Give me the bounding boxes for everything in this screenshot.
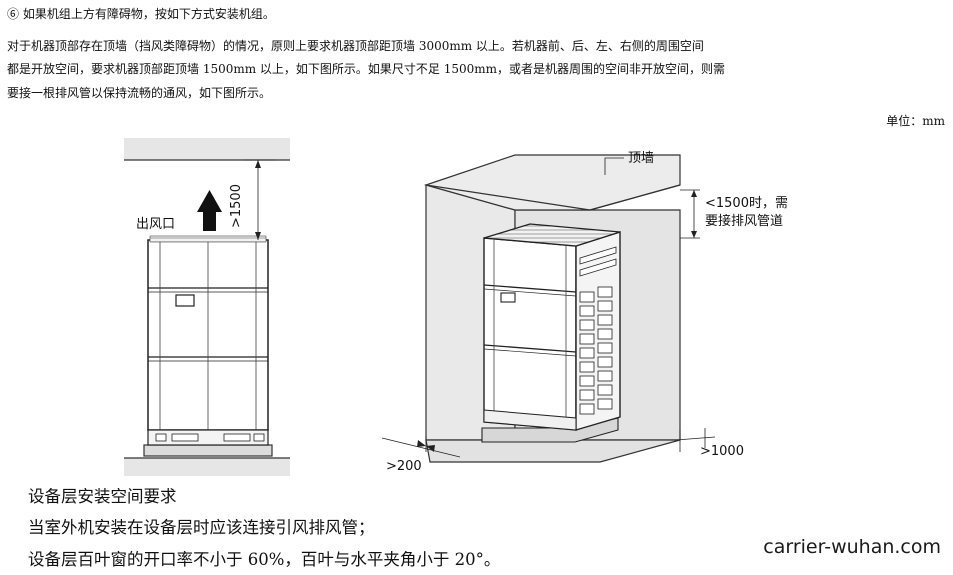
bottom-line-3: 设备层百叶窗的开口率不小于 60%，百叶与水平夹角小于 20°。	[28, 550, 501, 569]
unit-label: 单位：mm	[886, 114, 945, 128]
watermark: carrier-wuhan.com	[763, 536, 941, 558]
bottom-line-1: 设备层安装空间要求	[28, 487, 177, 506]
left-diagram: >1500 出风口	[124, 138, 290, 476]
floor	[425, 439, 681, 463]
floor-slab	[124, 458, 290, 476]
right-diagram: 顶墙 <1500时，需 要接排风管道 >200 >1000	[381, 151, 788, 474]
side-clearance-label: >200	[386, 459, 422, 474]
clearance-note-line-1: <1500时，需	[705, 196, 788, 211]
ceiling-slab	[124, 138, 290, 160]
bottom-line-2: 当室外机安装在设备层时应该连接引风排风管；	[28, 518, 375, 537]
clearance-note-line-2: 要接排风管道	[705, 213, 783, 229]
airflow-up-arrow-icon	[197, 190, 222, 231]
rear-clearance-label: >1000	[700, 444, 744, 459]
height-dim-label: >1500	[229, 184, 244, 228]
outdoor-unit-front	[147, 235, 269, 446]
paragraph-line-2: 都是开放空间，要求机器顶部距顶墙 1500mm 以上，如下图所示。如果尺寸不足 …	[7, 62, 726, 76]
paragraph-line-3: 要接一根排风管以保持流畅的通风，如下图所示。	[7, 86, 272, 100]
section-heading: ⑥ 如果机组上方有障碍物，按如下方式安装机组。	[7, 7, 275, 21]
top-wall-label: 顶墙	[628, 151, 654, 166]
base-pad	[143, 444, 273, 457]
outdoor-unit-3d	[483, 223, 621, 431]
outlet-label: 出风口	[136, 217, 175, 232]
paragraph-line-1: 对于机器顶部存在顶墙（挡风类障碍物）的情况，原则上要求机器顶部距顶墙 3000m…	[7, 39, 704, 53]
